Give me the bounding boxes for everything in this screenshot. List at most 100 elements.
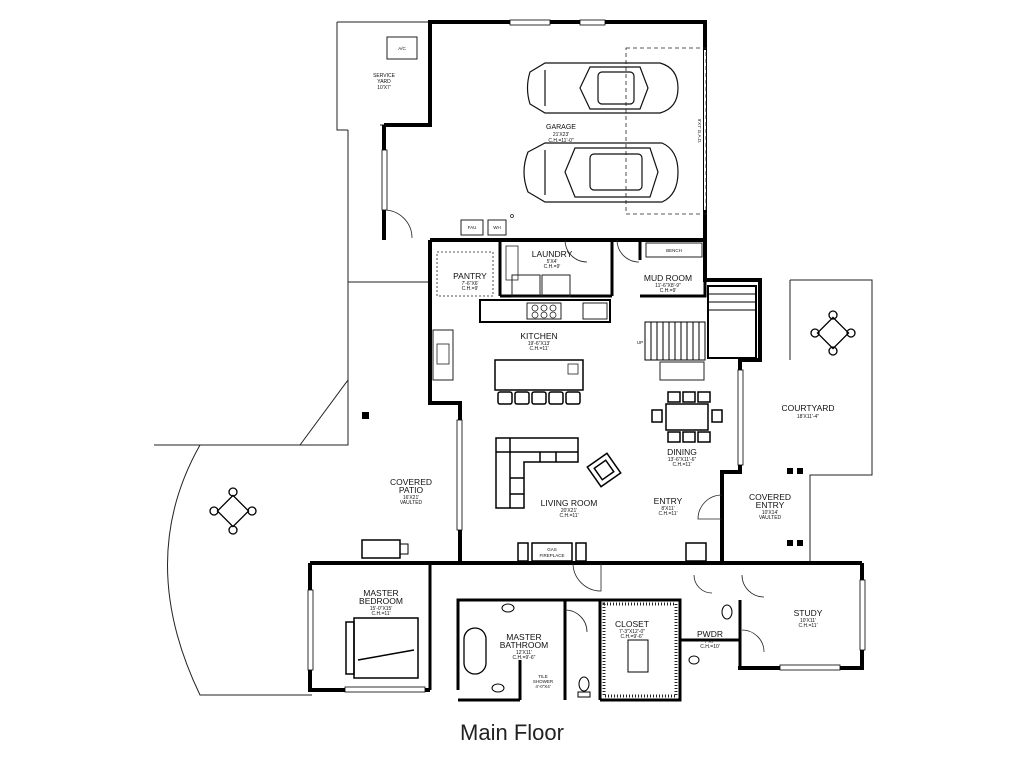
tile-shower-dims: 4'-0"X4' xyxy=(535,684,550,689)
laundry-door-swing xyxy=(564,239,588,263)
front-door-swing xyxy=(697,494,723,520)
range-cooktop xyxy=(526,302,562,320)
master-bedroom-dims: 15'-0"X15' xyxy=(370,606,393,612)
closet-shelving xyxy=(602,602,678,698)
fireplace-hearth-right xyxy=(575,542,587,562)
post xyxy=(787,468,793,474)
car-top xyxy=(526,62,679,114)
master-bedroom-name-1: MASTER xyxy=(363,588,398,598)
laundry-ceiling: C.H.=9' xyxy=(544,264,561,270)
pantry-shelves xyxy=(436,251,494,297)
kitchen-dims: 19'-6"X13' xyxy=(528,341,551,347)
car-bottom xyxy=(523,142,679,203)
drain-icon xyxy=(510,214,514,218)
ac-label: A/C xyxy=(398,46,406,51)
mud-room-door-swing xyxy=(616,239,640,263)
fau-label: FAU xyxy=(468,225,477,230)
bar-stools xyxy=(497,391,581,405)
service-yard-name-2: YARD xyxy=(377,79,391,85)
pwdr-toilet xyxy=(721,604,733,620)
closet-dims: 7'-3"X12'-0" xyxy=(619,629,645,635)
covered-entry-name-2: ENTRY xyxy=(756,500,785,510)
kitchen-counter xyxy=(479,299,611,323)
mud-room-name: MUD ROOM xyxy=(644,273,692,283)
covered-entry-ceiling: VAULTED xyxy=(759,515,782,521)
pwdr-dims: 7'X7' xyxy=(705,639,716,645)
fireplace-label-1: GAS xyxy=(547,547,557,552)
post xyxy=(797,540,803,546)
dining-name: DINING xyxy=(667,447,697,457)
living-room-name: LIVING ROOM xyxy=(541,498,598,508)
tile-shower-name-2: SHOWER xyxy=(533,679,554,684)
post xyxy=(787,540,793,546)
pantry-ceiling: C.H.=9' xyxy=(462,286,479,292)
service-yard-name-1: SERVICE xyxy=(373,73,396,79)
washer xyxy=(511,274,541,298)
dryer xyxy=(541,274,571,298)
dining-dims: 13'-6"X11'-6" xyxy=(668,457,697,463)
mud-room-ceiling: C.H.=9' xyxy=(660,288,677,294)
pwdr-ceiling: C.H.=10' xyxy=(700,644,719,650)
ac-unit xyxy=(386,36,418,60)
windows xyxy=(307,19,866,693)
courtyard-dims: 18'X11'-4" xyxy=(797,414,819,420)
water-heater xyxy=(487,219,507,236)
hall-door-swing xyxy=(572,562,602,592)
pantry-dims: 7'-6"X6' xyxy=(461,281,478,287)
garage-name: GARAGE xyxy=(546,124,576,131)
covered-patio-outline xyxy=(167,378,349,696)
covered-patio-dims: 16'X21' xyxy=(403,495,419,501)
patio-table xyxy=(209,487,257,535)
pwdr-name: PWDR xyxy=(697,629,723,639)
fau-unit xyxy=(460,219,484,236)
outdoor-grill xyxy=(361,539,401,559)
gas-fireplace xyxy=(531,542,573,562)
bench-label: BENCH xyxy=(666,248,682,253)
bath-closet-walls xyxy=(428,563,742,702)
bathtub xyxy=(463,627,487,675)
dining-buffet xyxy=(659,361,705,381)
master-bathroom-name-1: MASTER xyxy=(506,632,541,642)
master-bedroom-ceiling: C.H.=11' xyxy=(371,611,390,617)
sectional-sofa xyxy=(495,437,579,509)
laundry-dims: 5'X4' xyxy=(547,259,558,265)
study-ceiling: C.H.=11' xyxy=(798,623,817,629)
garage-door-label: 9'X7' G.A.D. xyxy=(697,119,702,143)
covered-entry-dims: 10'X14' xyxy=(762,510,778,516)
entry-ceiling: C.H.=11' xyxy=(658,511,677,517)
dining-table xyxy=(651,391,723,443)
closet-island xyxy=(627,639,649,673)
entry-bench xyxy=(685,542,707,562)
covered-patio-name-2: PATIO xyxy=(399,485,424,495)
staircase xyxy=(644,285,757,361)
bath-sink-top xyxy=(501,603,515,613)
toilet xyxy=(577,676,591,698)
courtyard-outline xyxy=(789,279,873,563)
armchair xyxy=(586,452,622,488)
mud-room-dims: 11'-6"X8'-9" xyxy=(655,283,681,289)
garage-dims: 21'X23' xyxy=(553,132,569,138)
entry-name: ENTRY xyxy=(654,496,683,506)
garage-ceiling: C.H.=11'-0" xyxy=(548,138,574,144)
kitchen-side-counter xyxy=(432,329,454,381)
study-name: STUDY xyxy=(794,608,823,618)
service-yard-dims: 10'X7' xyxy=(377,85,391,91)
garage-side-door-swing xyxy=(383,209,413,239)
living-room-ceiling: C.H.=11' xyxy=(559,513,578,519)
study-door-swing xyxy=(741,574,765,598)
kitchen-island xyxy=(494,359,584,391)
grill-side xyxy=(399,543,409,555)
entry-dims: 8'X11' xyxy=(661,506,674,512)
covered-patio-ceiling: VAULTED xyxy=(400,500,423,506)
island-sink xyxy=(567,363,579,375)
fireplace-hearth-left xyxy=(517,542,529,562)
closet-ceiling: C.H.=9'-6" xyxy=(621,634,644,640)
pantry-name: PANTRY xyxy=(453,271,487,281)
bath-sink-bottom xyxy=(491,683,505,693)
dining-ceiling: C.H.=11' xyxy=(672,462,691,468)
closet-name: CLOSET xyxy=(615,619,649,629)
courtyard-name: COURTYARD xyxy=(781,403,834,413)
pwdr-sink xyxy=(688,655,700,665)
master-bathroom-ceiling: C.H.=9'-6" xyxy=(513,655,536,661)
